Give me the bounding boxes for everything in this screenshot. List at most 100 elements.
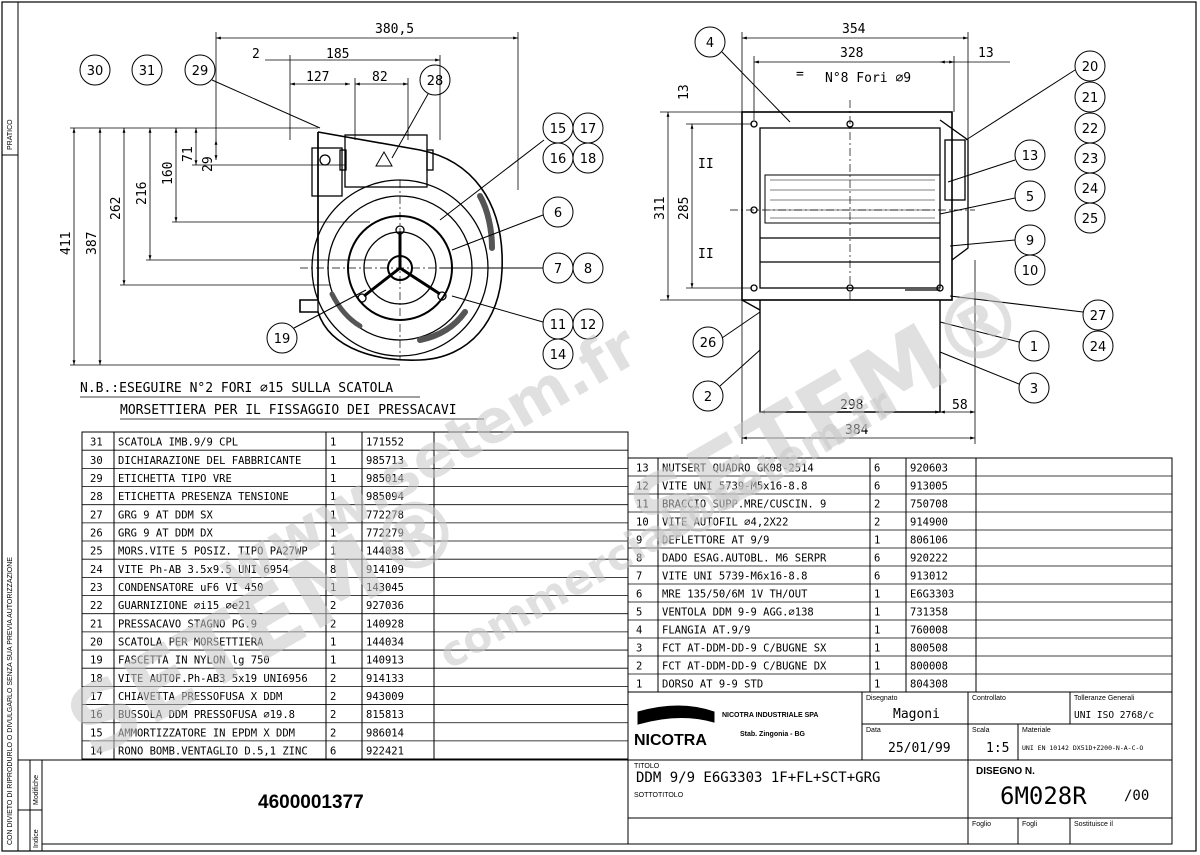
dim-160: 160: [161, 162, 176, 185]
description-cell: DADO ESAG.AUTOBL. M6 SERPR: [662, 553, 827, 565]
disegnato-value: Magoni: [893, 707, 940, 722]
scala-label: Scala: [972, 727, 990, 734]
materiale-label: Materiale: [1022, 727, 1051, 734]
svg-text:3: 3: [1030, 382, 1038, 397]
dim-411: 411: [59, 232, 74, 255]
description-cell: VITE AUTOFIL ∅4,2X22: [662, 517, 788, 529]
item-no-cell: 17: [90, 691, 103, 703]
dim-384: 384: [845, 423, 869, 438]
code-cell: 914109: [366, 564, 404, 576]
code-cell: 171552: [366, 437, 404, 449]
description-cell: RONO BOMB.VENTAGLIO D.5,1 ZINC: [118, 746, 308, 758]
code-cell: 985094: [366, 491, 404, 503]
description-cell: FCT AT-DDM-DD-9 C/BUGNE SX: [662, 643, 827, 655]
disegno-label: DISEGNO N.: [976, 766, 1035, 777]
quantity-cell: 1: [874, 589, 880, 601]
code-cell: 920222: [910, 553, 948, 565]
side-dimension-labels: 354 328 13 13 311 285 298 58 384 N°8 For…: [653, 22, 994, 438]
item-no-cell: 11: [636, 499, 649, 511]
quantity-cell: 1: [330, 473, 336, 485]
titolo-label: TITOLO: [634, 763, 660, 770]
quantity-cell: 6: [874, 553, 880, 565]
description-cell: ETICHETTA PRESENZA TENSIONE: [118, 491, 289, 503]
code-cell: 986014: [366, 727, 404, 739]
description-cell: BRACCIO SUPP.MRE/CUSCIN. 9: [662, 499, 826, 511]
code-cell: E6G3303: [910, 589, 954, 601]
dim-top-width: 380,5: [375, 22, 414, 37]
code-cell: 913012: [910, 571, 948, 583]
item-no-cell: 22: [90, 600, 103, 612]
svg-text:19: 19: [274, 332, 291, 347]
code-cell: 985713: [366, 455, 404, 467]
svg-text:5: 5: [1026, 190, 1034, 205]
svg-text:12: 12: [580, 318, 597, 333]
code-cell: 731358: [910, 607, 948, 619]
description-cell: DICHIARAZIONE DEL FABBRICANTE: [118, 455, 301, 467]
item-no-cell: 18: [90, 673, 103, 685]
quantity-cell: 2: [330, 709, 336, 721]
description-cell: CONDENSATORE uF6 VI 450: [118, 582, 263, 594]
code-cell: 800008: [910, 661, 948, 673]
svg-text:27: 27: [1090, 309, 1107, 324]
front-balloons: 30 31 29 28 15 17 16 18 6 7 8 11 12 14 1…: [79, 54, 604, 370]
svg-text:17: 17: [580, 122, 597, 137]
code-cell: 772278: [366, 509, 404, 521]
svg-text:10: 10: [1022, 264, 1039, 279]
tolleranze-label: Tolleranze Generali: [1074, 695, 1135, 702]
tolleranze-value: UNI ISO 2768/c: [1074, 710, 1154, 721]
description-cell: PRESSACAVO STAGNO PG.9: [118, 618, 257, 630]
item-no-cell: 19: [90, 655, 103, 667]
pratico-label: PRATICO: [7, 119, 14, 150]
description-cell: VITE AUTOF.Ph-AB3 5x19 UNI6956: [118, 673, 308, 685]
data-label: Data: [866, 727, 881, 734]
description-cell: AMMORTIZZATORE IN EPDM X DDM: [118, 727, 295, 739]
description-cell: GRG 9 AT DDM SX: [118, 509, 214, 521]
quantity-cell: 1: [330, 637, 336, 649]
description-cell: FASCETTA IN NYLON lg 750: [118, 655, 270, 667]
svg-text:2: 2: [704, 390, 712, 405]
quantity-cell: 1: [874, 607, 880, 619]
svg-text:18: 18: [580, 152, 597, 167]
item-no-cell: 1: [636, 679, 642, 691]
svg-text:28: 28: [427, 74, 444, 89]
note-line-2: MORSETTIERA PER IL FISSAGGIO DEI PRESSAC…: [120, 403, 457, 418]
quantity-cell: 2: [330, 618, 336, 630]
quantity-cell: 1: [330, 455, 336, 467]
item-no-cell: 8: [636, 553, 642, 565]
svg-text:22: 22: [1082, 122, 1099, 137]
dim-354: 354: [842, 22, 866, 37]
svg-text:30: 30: [87, 64, 104, 79]
svg-text:6: 6: [554, 206, 562, 221]
quantity-cell: 1: [330, 655, 336, 667]
code-cell: 804308: [910, 679, 948, 691]
item-no-cell: 27: [90, 509, 103, 521]
part-number: 4600001377: [258, 792, 364, 813]
description-cell: SCATOLA PER MORSETTIERA: [118, 637, 264, 649]
svg-text:23: 23: [1082, 152, 1099, 167]
dim-262: 262: [109, 197, 124, 220]
scala-value: 1:5: [986, 741, 1009, 756]
description-cell: VENTOLA DDM 9-9 AGG.∅138: [662, 607, 814, 619]
item-no-cell: 20: [90, 637, 103, 649]
quantity-cell: 2: [330, 600, 336, 612]
description-cell: VITE UNI 5739-M6x16-8.8: [662, 571, 807, 583]
title-block: [42, 691, 1173, 845]
code-cell: 772279: [366, 528, 404, 540]
item-no-cell: 30: [90, 455, 103, 467]
foglio-label: Foglio: [972, 821, 991, 828]
item-no-cell: 25: [90, 546, 103, 558]
code-cell: 985014: [366, 473, 404, 485]
svg-text:29: 29: [192, 64, 209, 79]
quantity-cell: 2: [330, 691, 336, 703]
company-site: Stab. Zingonia - BG: [740, 731, 805, 738]
svg-text:24: 24: [1090, 340, 1107, 355]
svg-text:21: 21: [1082, 91, 1099, 106]
quantity-cell: 1: [330, 491, 336, 503]
code-cell: 760008: [910, 625, 948, 637]
item-no-cell: 14: [90, 746, 103, 758]
quantity-cell: 6: [330, 746, 336, 758]
dim-2: 2: [252, 47, 260, 62]
description-cell: VITE Ph-AB 3.5x9.5 UNI 6954: [118, 564, 289, 576]
